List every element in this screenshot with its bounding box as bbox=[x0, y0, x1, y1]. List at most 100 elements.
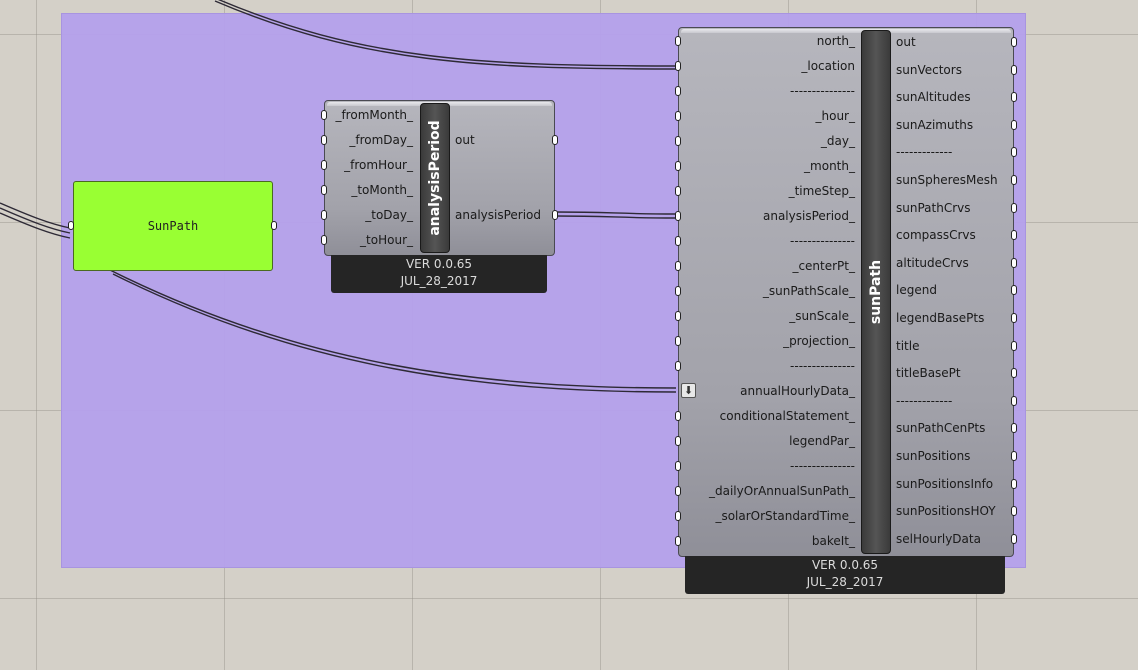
input-port[interactable] bbox=[675, 36, 681, 46]
input-from-day: _fromDay_ bbox=[349, 133, 413, 147]
input-port[interactable] bbox=[321, 185, 327, 195]
input-annual-hourly-data: annualHourlyData_ bbox=[740, 384, 855, 398]
input-port[interactable] bbox=[675, 486, 681, 496]
sunpath-panel[interactable]: SunPath bbox=[73, 181, 273, 271]
input-port[interactable] bbox=[675, 211, 681, 221]
output-sun-path-crvs: sunPathCrvs bbox=[896, 200, 971, 215]
input-port[interactable] bbox=[675, 336, 681, 346]
output-sun-azimuths: sunAzimuths bbox=[896, 117, 974, 132]
sun-path-body[interactable] bbox=[678, 27, 1014, 557]
component-title: analysisPeriod bbox=[427, 120, 443, 236]
input-port[interactable] bbox=[675, 136, 681, 146]
input-north: north_ bbox=[816, 34, 855, 48]
output-legend-base-pts: legendBasePts bbox=[896, 311, 985, 325]
output-port[interactable] bbox=[1011, 175, 1017, 185]
output-port[interactable] bbox=[1011, 478, 1017, 489]
input-port[interactable] bbox=[321, 210, 327, 220]
input-port[interactable] bbox=[675, 536, 681, 546]
version-date: JUL_28_2017 bbox=[806, 575, 884, 589]
output-sun-vectors: sunVectors bbox=[896, 62, 962, 77]
input-port[interactable] bbox=[321, 110, 327, 120]
input-port[interactable] bbox=[675, 161, 681, 171]
input-port[interactable] bbox=[321, 160, 327, 170]
input-projection: _projection_ bbox=[783, 334, 855, 348]
input-port[interactable] bbox=[675, 361, 681, 371]
input-daily-or-annual-sun-path: _dailyOrAnnualSunPath_ bbox=[708, 484, 855, 498]
output-port[interactable] bbox=[1011, 202, 1017, 213]
output-sun-spheres-mesh: sunSpheresMesh bbox=[896, 173, 998, 187]
input-from-month: _fromMonth_ bbox=[335, 108, 413, 122]
input-location: _location bbox=[801, 59, 855, 73]
input-bake-it: bakeIt_ bbox=[811, 534, 855, 548]
output-port[interactable] bbox=[1011, 340, 1017, 351]
output-port[interactable] bbox=[1011, 230, 1017, 241]
output-port[interactable] bbox=[1011, 506, 1017, 517]
input-port[interactable] bbox=[675, 436, 681, 446]
output-port[interactable] bbox=[1011, 147, 1017, 158]
input-day: _day_ bbox=[820, 134, 855, 148]
output-port[interactable] bbox=[1011, 257, 1017, 268]
output-port[interactable] bbox=[1011, 423, 1017, 434]
input-separator: --------------- bbox=[790, 459, 855, 473]
input-port[interactable] bbox=[675, 236, 681, 246]
input-port[interactable] bbox=[675, 61, 681, 71]
version-label: VER 0.0.65 bbox=[811, 558, 879, 572]
input-conditional-statement: conditionalStatement_ bbox=[719, 409, 855, 423]
output-port[interactable] bbox=[1011, 119, 1017, 130]
input-port[interactable] bbox=[321, 235, 327, 245]
output-port[interactable] bbox=[1011, 451, 1017, 461]
input-sun-scale: _sunScale_ bbox=[789, 309, 855, 323]
input-port[interactable] bbox=[675, 311, 681, 321]
output-sun-altitudes: sunAltitudes bbox=[896, 90, 971, 105]
output-port[interactable] bbox=[1011, 313, 1017, 323]
input-analysis-period: analysisPeriod_ bbox=[762, 209, 855, 223]
input-port[interactable] bbox=[675, 186, 681, 196]
input-port[interactable] bbox=[675, 411, 681, 421]
output-port[interactable] bbox=[552, 135, 558, 145]
panel-output-grip[interactable] bbox=[271, 221, 277, 230]
input-legend-par: legendPar_ bbox=[789, 434, 855, 448]
output-port[interactable] bbox=[1011, 533, 1017, 544]
input-separator: --------------- bbox=[790, 359, 855, 373]
output-sun-path-cen-pts: sunPathCenPts bbox=[896, 421, 986, 436]
output-port[interactable] bbox=[1011, 64, 1017, 75]
input-port[interactable] bbox=[321, 135, 327, 145]
output-out: out bbox=[455, 133, 475, 147]
input-to-day: _toDay_ bbox=[365, 208, 413, 222]
input-solar-or-standard-time: _solarOrStandardTime_ bbox=[715, 509, 855, 523]
output-port[interactable] bbox=[1011, 285, 1017, 296]
output-port[interactable] bbox=[1011, 395, 1017, 406]
input-to-month: _toMonth_ bbox=[351, 183, 413, 197]
output-out: out bbox=[896, 35, 916, 49]
output-sun-positions-hoy: sunPositionsHOY bbox=[896, 504, 996, 519]
input-port[interactable] bbox=[675, 461, 681, 471]
output-port[interactable] bbox=[1011, 37, 1017, 47]
flatten-arrow-icon[interactable]: ⬇ bbox=[681, 383, 696, 398]
input-month: _month_ bbox=[804, 159, 855, 173]
input-port[interactable] bbox=[675, 261, 681, 271]
input-port[interactable] bbox=[675, 111, 681, 121]
sun-path-title-bar[interactable]: sunPath bbox=[861, 30, 891, 554]
panel-input-grip[interactable] bbox=[68, 221, 74, 230]
input-to-hour: _toHour_ bbox=[360, 233, 413, 247]
output-port[interactable] bbox=[1011, 92, 1017, 103]
input-time-step: _timeStep_ bbox=[788, 184, 855, 198]
output-altitude-crvs: altitudeCrvs bbox=[896, 255, 969, 270]
input-separator: --------------- bbox=[790, 84, 855, 98]
component-title: sunPath bbox=[868, 259, 884, 325]
output-sel-hourly-data: selHourlyData bbox=[896, 531, 981, 546]
input-hour: _hour_ bbox=[815, 109, 856, 123]
output-port[interactable] bbox=[552, 210, 558, 220]
analysis-period-title-bar[interactable]: analysisPeriod bbox=[420, 103, 450, 253]
output-analysis-period: analysisPeriod bbox=[455, 208, 542, 222]
input-port[interactable] bbox=[675, 511, 681, 521]
input-port[interactable] bbox=[675, 286, 681, 296]
output-port[interactable] bbox=[1011, 368, 1017, 379]
input-port[interactable] bbox=[675, 86, 681, 96]
output-compass-crvs: compassCrvs bbox=[896, 228, 976, 243]
input-from-hour: _fromHour_ bbox=[344, 158, 413, 172]
input-sun-path-scale: _sunPathScale_ bbox=[762, 284, 855, 298]
version-label: VER 0.0.65 bbox=[405, 257, 473, 271]
